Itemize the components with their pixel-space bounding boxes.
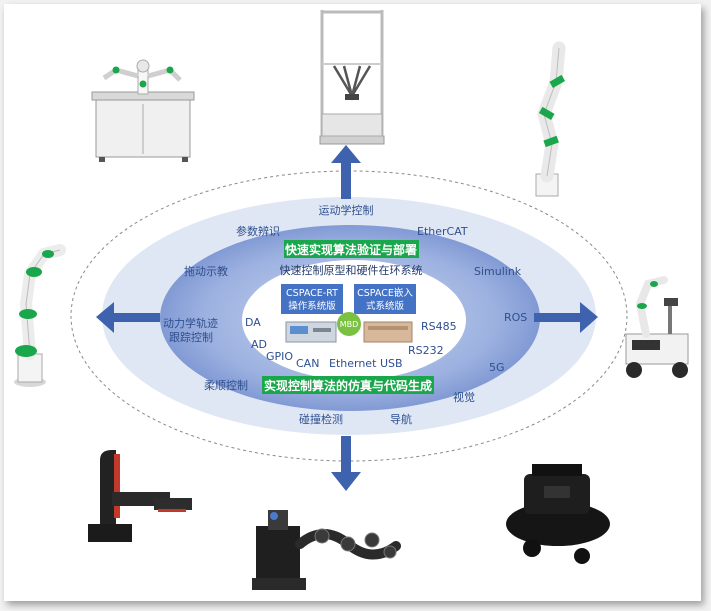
robot-arm-table-icon bbox=[91, 59, 195, 162]
arrow-right bbox=[534, 302, 598, 333]
label-navigation: 导航 bbox=[390, 412, 412, 426]
label-compliance: 柔顺控制 bbox=[204, 378, 248, 392]
arrow-up bbox=[331, 145, 361, 199]
label-ros: ROS bbox=[504, 311, 527, 324]
arrow-down bbox=[331, 436, 361, 491]
inner-box-right bbox=[354, 284, 416, 314]
label-ethercat: EtherCAT bbox=[417, 225, 468, 238]
rover-robot-icon bbox=[506, 464, 610, 564]
label-kinematics: 运动学控制 bbox=[319, 203, 374, 217]
cobot-arm-icon bbox=[535, 41, 566, 197]
label-param-id: 参数辨识 bbox=[236, 224, 280, 238]
mbd-badge bbox=[337, 312, 361, 336]
subtitle-text: 快速控制原型和硬件在环系统 bbox=[280, 263, 423, 277]
desktop-arm-icon bbox=[14, 244, 66, 387]
label-ad: AD bbox=[251, 338, 267, 351]
diagram-svg: 快速实现算法验证与部署 实现控制算法的仿真与代码生成 快速控制原型和硬件在环系统… bbox=[14, 10, 689, 590]
label-gpio: GPIO bbox=[266, 350, 293, 363]
green-box-bottom bbox=[262, 376, 434, 394]
target-device-icon bbox=[363, 321, 413, 343]
green-box-bottom-text: 实现控制算法的仿真与代码生成 bbox=[264, 378, 432, 393]
label-dynamics-2: 跟踪控制 bbox=[169, 330, 213, 344]
label-can: CAN bbox=[296, 357, 319, 370]
label-vision: 视觉 bbox=[453, 390, 475, 404]
mbd-badge-text: MBD bbox=[340, 320, 359, 329]
label-ethernet: Ethernet bbox=[329, 357, 377, 370]
label-collision: 碰撞检测 bbox=[299, 412, 343, 426]
label-rs485: RS485 bbox=[421, 320, 457, 333]
label-usb: USB bbox=[380, 357, 403, 370]
mobile-manipulator-icon bbox=[625, 276, 689, 378]
green-box-top-text: 快速实现算法验证与部署 bbox=[285, 242, 417, 257]
inner-box-left-line1: CSPACE-RT bbox=[286, 288, 338, 299]
scara-arm-icon bbox=[88, 450, 192, 542]
inner-box-right-line1: CSPACE嵌入 bbox=[357, 287, 413, 299]
label-simulink: Simulink bbox=[474, 265, 522, 278]
green-box-top bbox=[284, 240, 419, 258]
label-rs232: RS232 bbox=[408, 344, 444, 357]
arrow-left bbox=[96, 302, 160, 333]
inner-box-left bbox=[281, 284, 343, 314]
label-dynamics-1: 动力学轨迹 bbox=[163, 316, 218, 330]
snake-arm-icon bbox=[252, 510, 401, 590]
parallel-robot-icon bbox=[319, 10, 385, 145]
inner-box-left-line2: 操作系统版 bbox=[288, 300, 336, 312]
inner-box-right-line2: 式系统版 bbox=[366, 300, 405, 312]
controller-device-icon bbox=[285, 321, 337, 343]
label-5g: 5G bbox=[489, 361, 505, 374]
diagram-canvas: 快速实现算法验证与部署 实现控制算法的仿真与代码生成 快速控制原型和硬件在环系统… bbox=[4, 4, 701, 601]
label-da: DA bbox=[245, 316, 261, 329]
label-drag-teach: 拖动示教 bbox=[184, 264, 228, 278]
